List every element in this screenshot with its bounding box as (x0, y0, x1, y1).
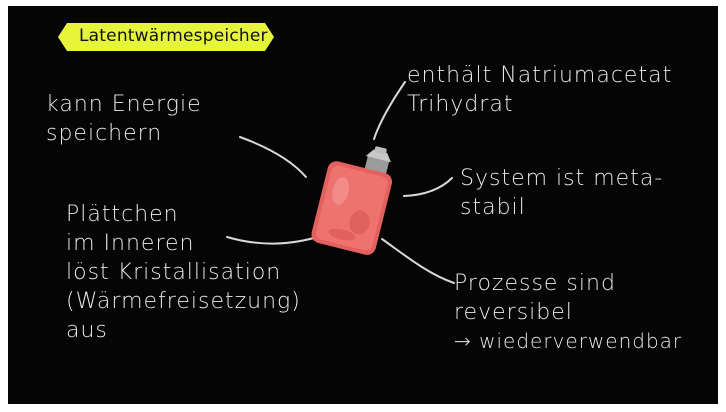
note-reversible-line-2: reversibel (454, 298, 682, 327)
note-reversible: Prozesse sind reversibel → wiederverwend… (454, 269, 682, 356)
note-crystallisation-line-2: im Inneren (66, 229, 301, 258)
note-contents-line-2: Trihydrat (407, 90, 672, 119)
note-energy-storage-line-1: kann Energie (46, 90, 202, 119)
note-crystallisation-line-1: Plättchen (66, 200, 301, 229)
note-crystallisation-line-5: aus (66, 316, 301, 345)
note-reversible-line-3: → wiederverwendbar (454, 327, 682, 356)
note-crystallisation-line-4: (Wärmefreisetzung) (66, 287, 301, 316)
note-crystallisation: Plättchen im Inneren löst Kristallisatio… (66, 200, 301, 345)
note-crystallisation-line-3: löst Kristallisation (66, 258, 301, 287)
note-metastable: System ist meta- stabil (460, 164, 663, 222)
note-metastable-line-1: System ist meta- (460, 164, 663, 193)
note-energy-storage-line-2: speichern (46, 119, 202, 148)
note-reversible-line-1: Prozesse sind (454, 269, 682, 298)
note-contents: enthält Natriumacetat Trihydrat (407, 61, 672, 119)
note-energy-storage: kann Energie speichern (46, 90, 202, 148)
note-contents-line-1: enthält Natriumacetat (407, 61, 672, 90)
chalkboard: Latentwärmespeicher kann Energie speiche… (8, 6, 718, 404)
note-metastable-line-2: stabil (460, 193, 663, 222)
